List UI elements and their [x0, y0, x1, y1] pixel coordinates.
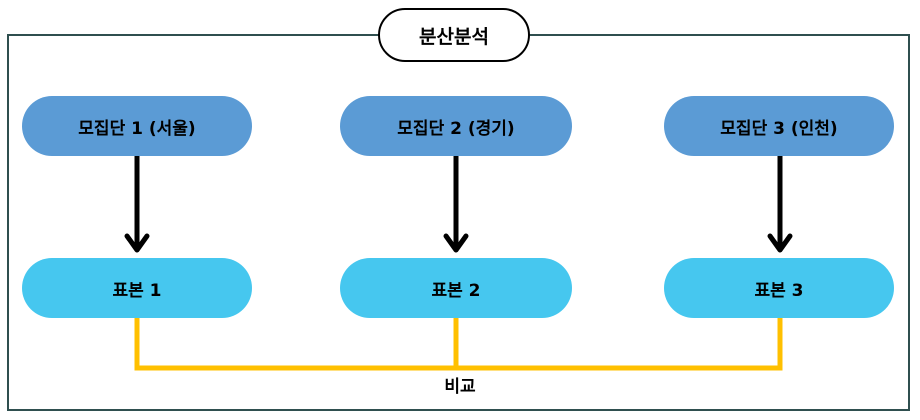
compare-bracket — [134, 318, 783, 371]
sample-node-2: 표본 2 — [340, 258, 572, 318]
arrow-3 — [767, 156, 793, 253]
compare-label: 비교 — [444, 377, 476, 397]
population-node-3: 모집단 3 (인천) — [664, 96, 894, 156]
population-node-2: 모집단 2 (경기) — [340, 96, 572, 156]
arrow-2 — [443, 156, 469, 253]
sample-node-3: 표본 3 — [664, 258, 894, 318]
population-node-1: 모집단 1 (서울) — [22, 96, 252, 156]
sample-node-1: 표본 1 — [22, 258, 252, 318]
diagram-title: 분산분석 — [378, 8, 530, 62]
arrow-1 — [124, 156, 150, 253]
